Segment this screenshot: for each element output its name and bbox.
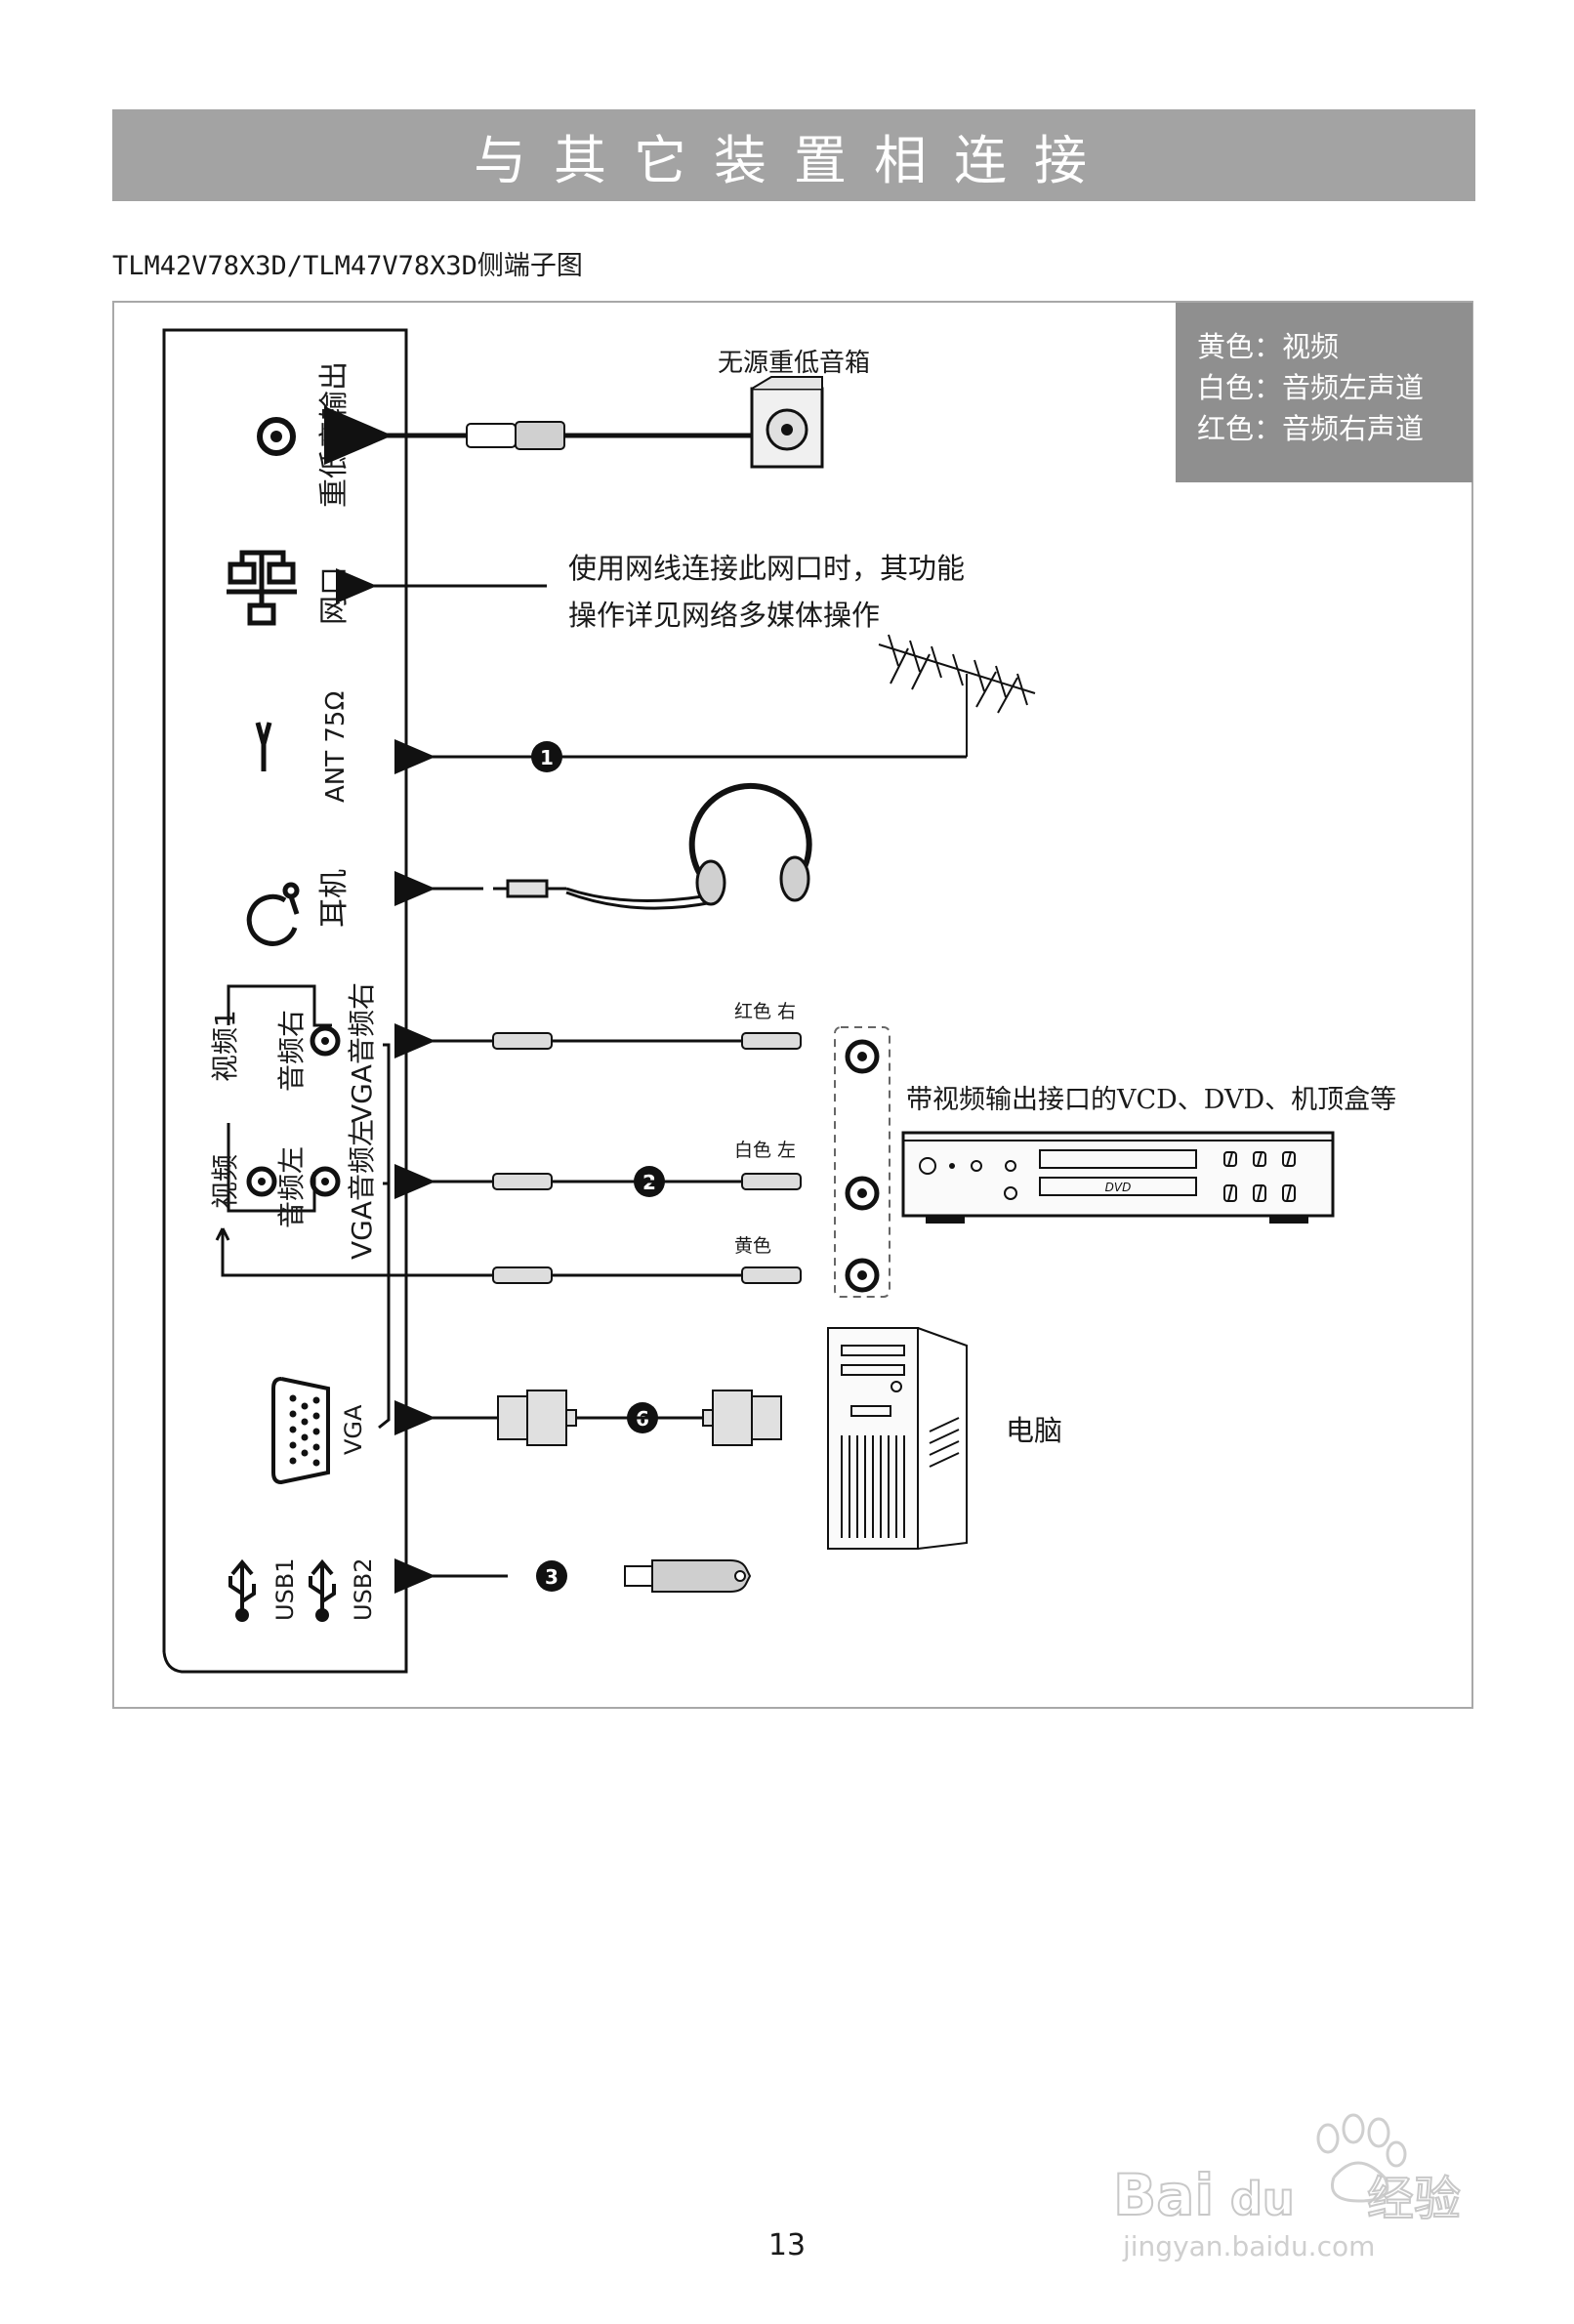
audio-right-jack-icon (310, 1025, 341, 1057)
baidu-jingyan-watermark: Bai du 经验 jingyan.baidu.com (1112, 2113, 1462, 2262)
page-title: 与其它装置相连接 (112, 109, 1475, 201)
usb-flash-drive-icon (624, 1559, 752, 1593)
video-label: 视频 (209, 1154, 241, 1209)
dvd-player-icon: DVD (901, 1131, 1335, 1224)
diagram-frame (112, 301, 1473, 1709)
headphone-icon (246, 882, 300, 946)
tv-side-panel (162, 328, 408, 1674)
passive-subwoofer-icon (750, 376, 824, 469)
svg-text:1: 1 (540, 746, 554, 769)
page-number: 13 (767, 2228, 807, 2262)
network-port-label: 网口 (317, 566, 352, 625)
yellow-cable-label: 黄色 (734, 1235, 771, 1257)
legend-yellow: 黄色：视频 (1197, 330, 1340, 363)
usb1-icon (228, 1558, 256, 1622)
svg-text:3: 3 (545, 1565, 559, 1589)
audio-left-label: 音频左 (275, 1146, 308, 1228)
usb1-label: USB1 (271, 1557, 299, 1621)
watermark-brand2: du (1230, 2173, 1295, 2225)
network-note-line1: 使用网线连接此网口时，其功能 (568, 552, 965, 585)
video-cable-line (221, 1228, 493, 1277)
watermark-cn: 经验 (1367, 2172, 1461, 2226)
rca-cable-red (492, 1032, 802, 1050)
legend-white: 白色：音频左声道 (1197, 371, 1425, 404)
usb2-label: USB2 (350, 1557, 377, 1621)
av-player-label: 带视频输出接口的VCD、DVD、机顶盒等 (906, 1085, 1396, 1115)
legend-red: 红色：音频右声道 (1197, 412, 1425, 445)
rca-cable-yellow (492, 1266, 802, 1284)
step-marker-1: 1 (531, 741, 562, 772)
network-note-line2: 操作详见网络多媒体操作 (568, 599, 880, 632)
network-port-icon (227, 550, 297, 626)
watermark-url: jingyan.baidu.com (1122, 2230, 1375, 2262)
vga-audio-right-label: VGA音频右 (346, 982, 378, 1123)
headphones-device-icon (493, 782, 812, 910)
vga-audio-left-label: VGA音频左 (346, 1119, 378, 1260)
antenna-label: ANT 75Ω (321, 691, 351, 803)
video-jack-icon (246, 1166, 277, 1197)
vga-label: VGA (340, 1404, 367, 1455)
step-marker-3: 3 (536, 1560, 567, 1592)
subwoofer-cable (466, 421, 752, 450)
headphone-label: 耳机 (317, 869, 352, 928)
computer-label: 电脑 (1006, 1414, 1062, 1447)
av-output-jack-red-icon (845, 1039, 880, 1074)
dvd-logo: DVD (1105, 1181, 1132, 1194)
outdoor-antenna-icon (878, 634, 1036, 757)
audio-right-label: 音频右 (275, 1010, 308, 1092)
computer-tower-icon (827, 1327, 968, 1550)
av-output-jacks-box (834, 1026, 891, 1298)
audio-left-jack-icon (310, 1166, 341, 1197)
video1-label: 视频1 (209, 1010, 241, 1082)
usb2-icon (309, 1558, 336, 1622)
rca-cable-white (492, 1173, 802, 1190)
subwoofer-jack-icon (257, 417, 296, 456)
av-output-jack-yellow-icon (845, 1258, 880, 1293)
red-right-cable-label: 红色 右 (734, 1001, 796, 1022)
color-legend: 黄色：视频 白色：音频左声道 红色：音频右声道 (1176, 303, 1472, 482)
diagram-subtitle: TLM42V78X3D/TLM47V78X3D侧端子图 (112, 251, 583, 281)
subwoofer-out-label: 重低音输出 (317, 361, 352, 508)
watermark-brand: Bai (1113, 2162, 1214, 2228)
passive-subwoofer-label: 无源重低音箱 (718, 349, 870, 378)
vga-cable (497, 1390, 782, 1446)
white-left-cable-label: 白色 左 (734, 1140, 796, 1161)
vga-port-icon (271, 1377, 330, 1485)
antenna-icon (255, 722, 272, 771)
av-output-jack-white-icon (845, 1176, 880, 1211)
